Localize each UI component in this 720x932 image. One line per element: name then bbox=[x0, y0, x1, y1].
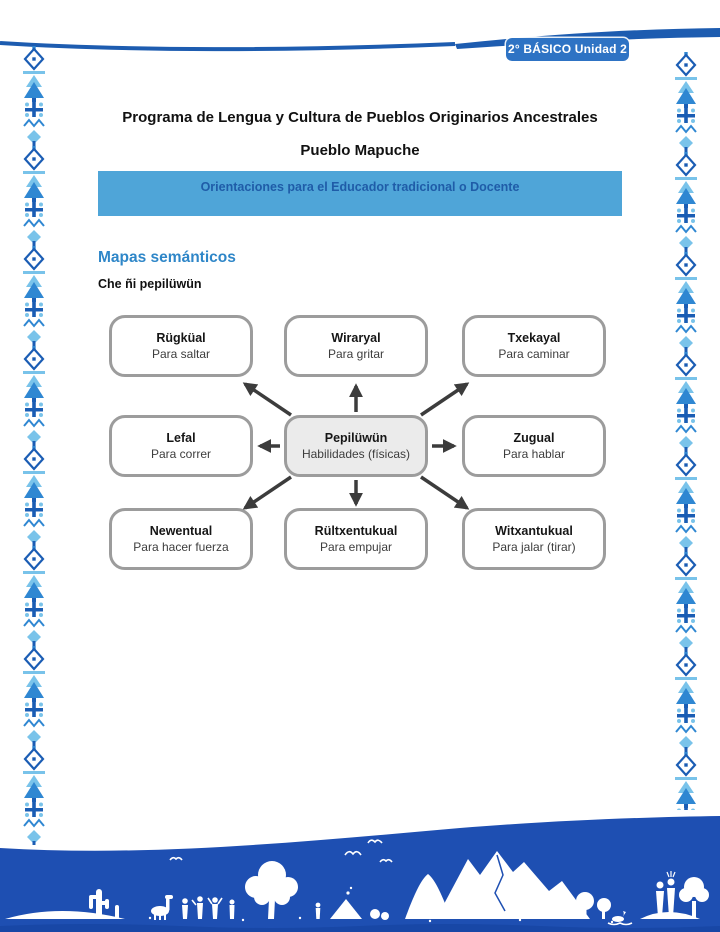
node-subtitle: Para caminar bbox=[498, 346, 570, 361]
diagram-node-wiraryal: Wiraryal Para gritar bbox=[284, 315, 428, 377]
diagram-node-zugual: Zugual Para hablar bbox=[462, 415, 606, 477]
diagram-node-rugkual: Rügküal Para saltar bbox=[109, 315, 253, 377]
node-subtitle: Para correr bbox=[150, 446, 212, 461]
diagram-node-rultxentukual: Rültxentukual Para empujar bbox=[284, 508, 428, 570]
subheading: Che ñi pepilüwün bbox=[98, 277, 202, 291]
diagram-node-lefal: Lefal Para correr bbox=[109, 415, 253, 477]
node-subtitle: Para empujar bbox=[319, 539, 393, 554]
pueblo-title: Pueblo Mapuche bbox=[300, 142, 420, 159]
node-title: Zugual bbox=[513, 430, 555, 445]
node-title: Newentual bbox=[149, 523, 213, 538]
node-subtitle: Para jalar (tirar) bbox=[492, 539, 576, 554]
diagram-node-witxantukual: Witxantukual Para jalar (tirar) bbox=[462, 508, 606, 570]
node-title: Rügküal bbox=[156, 330, 206, 345]
node-subtitle: Para hacer fuerza bbox=[133, 539, 229, 554]
diagram-node-center-pepiluwun: Pepilüwün Habilidades (físicas) bbox=[284, 415, 428, 477]
node-title: Txekayal bbox=[507, 330, 561, 345]
right-ornamental-border-icon bbox=[674, 52, 698, 810]
left-ornamental-border-icon bbox=[22, 46, 46, 845]
node-title: Rültxentukual bbox=[314, 523, 398, 538]
orientation-banner-label: Orientaciones para el Educador tradicion… bbox=[200, 180, 520, 194]
program-title: Programa de Lengua y Cultura de Pueblos … bbox=[122, 109, 598, 126]
footer-landscape-illustration bbox=[0, 816, 720, 932]
node-subtitle: Para hablar bbox=[502, 446, 566, 461]
node-subtitle: Para gritar bbox=[327, 346, 385, 361]
node-title: Wiraryal bbox=[331, 330, 381, 345]
section-heading: Mapas semánticos bbox=[98, 249, 236, 266]
diagram-arrows bbox=[242, 382, 470, 510]
node-subtitle: Para saltar bbox=[151, 346, 211, 361]
node-subtitle: Habilidades (físicas) bbox=[301, 446, 411, 461]
orientation-banner: Orientaciones para el Educador tradicion… bbox=[98, 171, 622, 216]
diagram-node-txekayal: Txekayal Para caminar bbox=[462, 315, 606, 377]
diagram-node-newentual: Newentual Para hacer fuerza bbox=[109, 508, 253, 570]
node-title: Pepilüwün bbox=[324, 430, 388, 445]
unit-badge: 2° BÁSICO Unidad 2 bbox=[506, 38, 629, 61]
node-title: Witxantukual bbox=[495, 523, 573, 538]
semantic-map-diagram: Rügküal Para saltar Wiraryal Para gritar… bbox=[105, 313, 610, 575]
node-title: Lefal bbox=[166, 430, 196, 445]
